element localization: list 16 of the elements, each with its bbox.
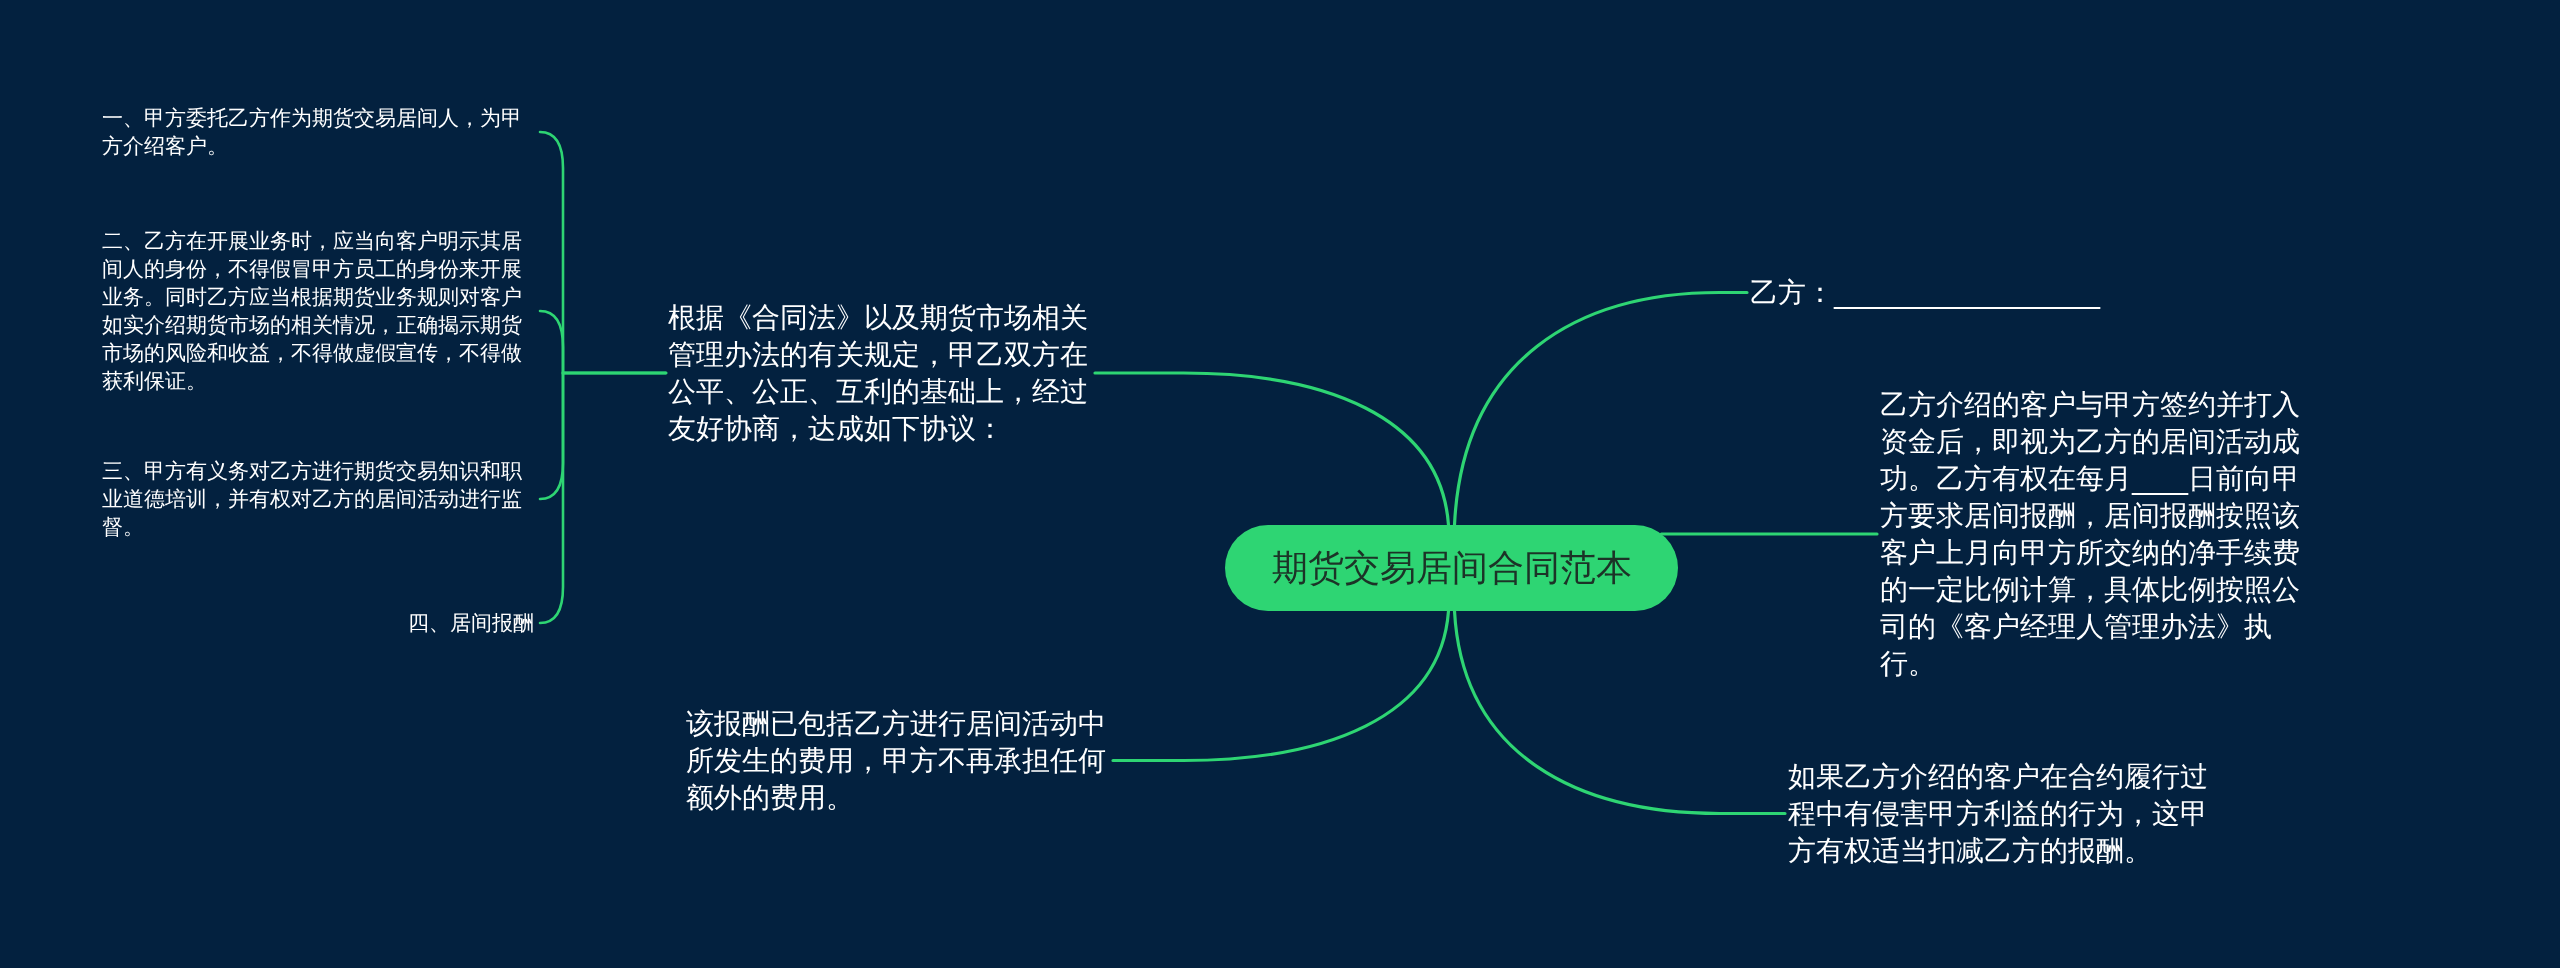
connector-line — [1093, 371, 1451, 527]
topic-text: 乙方介绍的客户与甲方签约并打入资金后，即视为乙方的居间活动成功。乙方有权在每月____日前向甲方要求居间报酬，居间报酬按照该客户上月向甲方所交纳的净手续费的一定比例计算，具体比例按照公司的《客户经理人管理办法》执行。 — [1880, 386, 2304, 682]
subtopic-text: 四、居间报酬 — [408, 609, 534, 637]
brace-line — [538, 371, 668, 625]
connector-line — [1111, 609, 1451, 763]
topic-text: 如果乙方介绍的客户在合约履行过程中有侵害甲方利益的行为，这甲方有权适当扣减乙方的报酬。 — [1788, 758, 2212, 869]
subtopic-text: 一、甲方委托乙方作为期货交易居间人，为甲方介绍客户。 — [102, 104, 534, 160]
central-topic-pill: 期货交易居间合同范本 — [1225, 525, 1678, 611]
topic-text: 乙方：___________________ — [1750, 274, 2100, 311]
subtopic-text: 三、甲方有义务对乙方进行期货交易知识和职业道德培训，并有权对乙方的居间活动进行监督。 — [102, 457, 534, 541]
connector-line — [1659, 532, 1879, 536]
connector-line — [1452, 290, 1749, 527]
subtopic-text: 二、乙方在开展业务时，应当向客户明示其居间人的身份，不得假冒甲方员工的身份来开展业务。同时乙方应当根据期货业务规则对客户如实介绍期货市场的相关情况，正确揭示期货市场的风险和收益，不得做虚假宣传，不得做获利保证。 — [102, 227, 534, 395]
topic-text: 该报酬已包括乙方进行居间活动中所发生的费用，甲方不再承担任何额外的费用。 — [686, 705, 1110, 816]
connector-line — [1452, 609, 1787, 816]
topic-text: 根据《合同法》以及期货市场相关管理办法的有关规定，甲乙双方在公平、公正、互利的基础上，经过友好协商，达成如下协议： — [668, 299, 1092, 447]
